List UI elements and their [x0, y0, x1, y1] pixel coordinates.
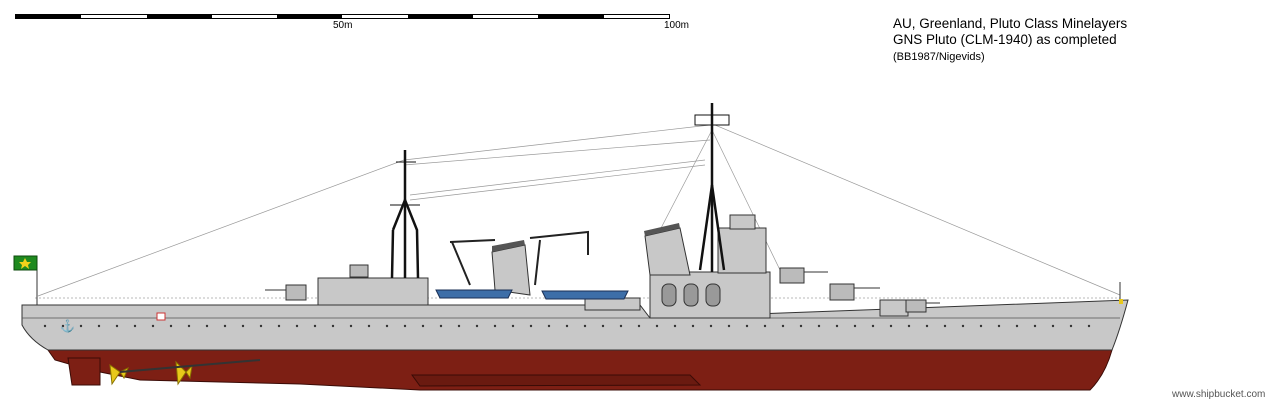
porthole	[547, 324, 551, 328]
porthole	[385, 324, 389, 328]
scale-label-50m: 50m	[333, 20, 353, 31]
superstructure	[317, 214, 909, 319]
porthole	[907, 324, 911, 328]
porthole	[349, 324, 353, 328]
ventilators	[661, 283, 721, 307]
porthole	[565, 324, 569, 328]
scale-label-100m: 100m	[664, 20, 690, 31]
porthole	[709, 324, 713, 328]
porthole	[169, 324, 173, 328]
porthole	[853, 324, 857, 328]
watermark: www.shipbucket.com	[1172, 389, 1266, 400]
flag-star-icon	[19, 258, 31, 269]
porthole	[223, 324, 227, 328]
credit: (BB1987/Nigevids)	[893, 51, 985, 63]
porthole	[745, 324, 749, 328]
porthole	[475, 324, 479, 328]
funnel-caps	[492, 223, 680, 252]
lifebuoy-box	[156, 312, 166, 321]
porthole	[1033, 324, 1037, 328]
hull-below-waterline	[47, 349, 1113, 391]
porthole	[403, 324, 407, 328]
porthole	[331, 324, 335, 328]
porthole	[727, 324, 731, 328]
porthole	[313, 324, 317, 328]
hull	[21, 299, 1129, 351]
porthole	[655, 324, 659, 328]
porthole	[79, 324, 83, 328]
porthole	[691, 324, 695, 328]
porthole	[1069, 324, 1073, 328]
porthole	[43, 324, 47, 328]
porthole	[637, 324, 641, 328]
porthole	[511, 324, 515, 328]
rudder	[67, 357, 101, 386]
yards	[390, 114, 730, 206]
porthole	[1051, 324, 1055, 328]
porthole	[493, 324, 497, 328]
porthole	[925, 324, 929, 328]
porthole	[583, 324, 587, 328]
porthole	[1015, 324, 1019, 328]
porthole	[835, 324, 839, 328]
porthole	[457, 324, 461, 328]
porthole	[439, 324, 443, 328]
porthole	[979, 324, 983, 328]
bilge-keel	[411, 374, 702, 387]
masts	[390, 103, 726, 279]
porthole	[943, 324, 947, 328]
porthole	[295, 324, 299, 328]
porthole	[997, 324, 1001, 328]
portholes: (function(){var g=document.currentScript…	[43, 324, 1091, 328]
porthole	[871, 324, 875, 328]
porthole	[781, 324, 785, 328]
porthole	[799, 324, 803, 328]
porthole	[61, 324, 65, 328]
cranes	[449, 230, 589, 286]
porthole	[367, 324, 371, 328]
porthole	[601, 324, 605, 328]
porthole	[259, 324, 263, 328]
porthole	[961, 324, 965, 328]
porthole	[205, 324, 209, 328]
boats	[435, 289, 629, 300]
scale-bar	[15, 14, 670, 19]
anchor-icon: ⚓	[60, 319, 75, 333]
title-line-2: GNS Pluto (CLM-1940) as completed	[893, 32, 1117, 47]
title-line-1: AU, Greenland, Pluto Class Minelayers	[893, 16, 1128, 31]
porthole	[133, 324, 137, 328]
rigging	[37, 124, 1121, 297]
porthole	[421, 324, 425, 328]
porthole	[1087, 324, 1091, 328]
porthole	[763, 324, 767, 328]
porthole	[619, 324, 623, 328]
porthole	[817, 324, 821, 328]
porthole	[889, 324, 893, 328]
porthole	[241, 324, 245, 328]
porthole	[151, 324, 155, 328]
porthole	[277, 324, 281, 328]
porthole	[187, 324, 191, 328]
gun-turrets	[265, 264, 940, 313]
porthole	[529, 324, 533, 328]
porthole	[97, 324, 101, 328]
porthole	[115, 324, 119, 328]
porthole	[673, 324, 677, 328]
